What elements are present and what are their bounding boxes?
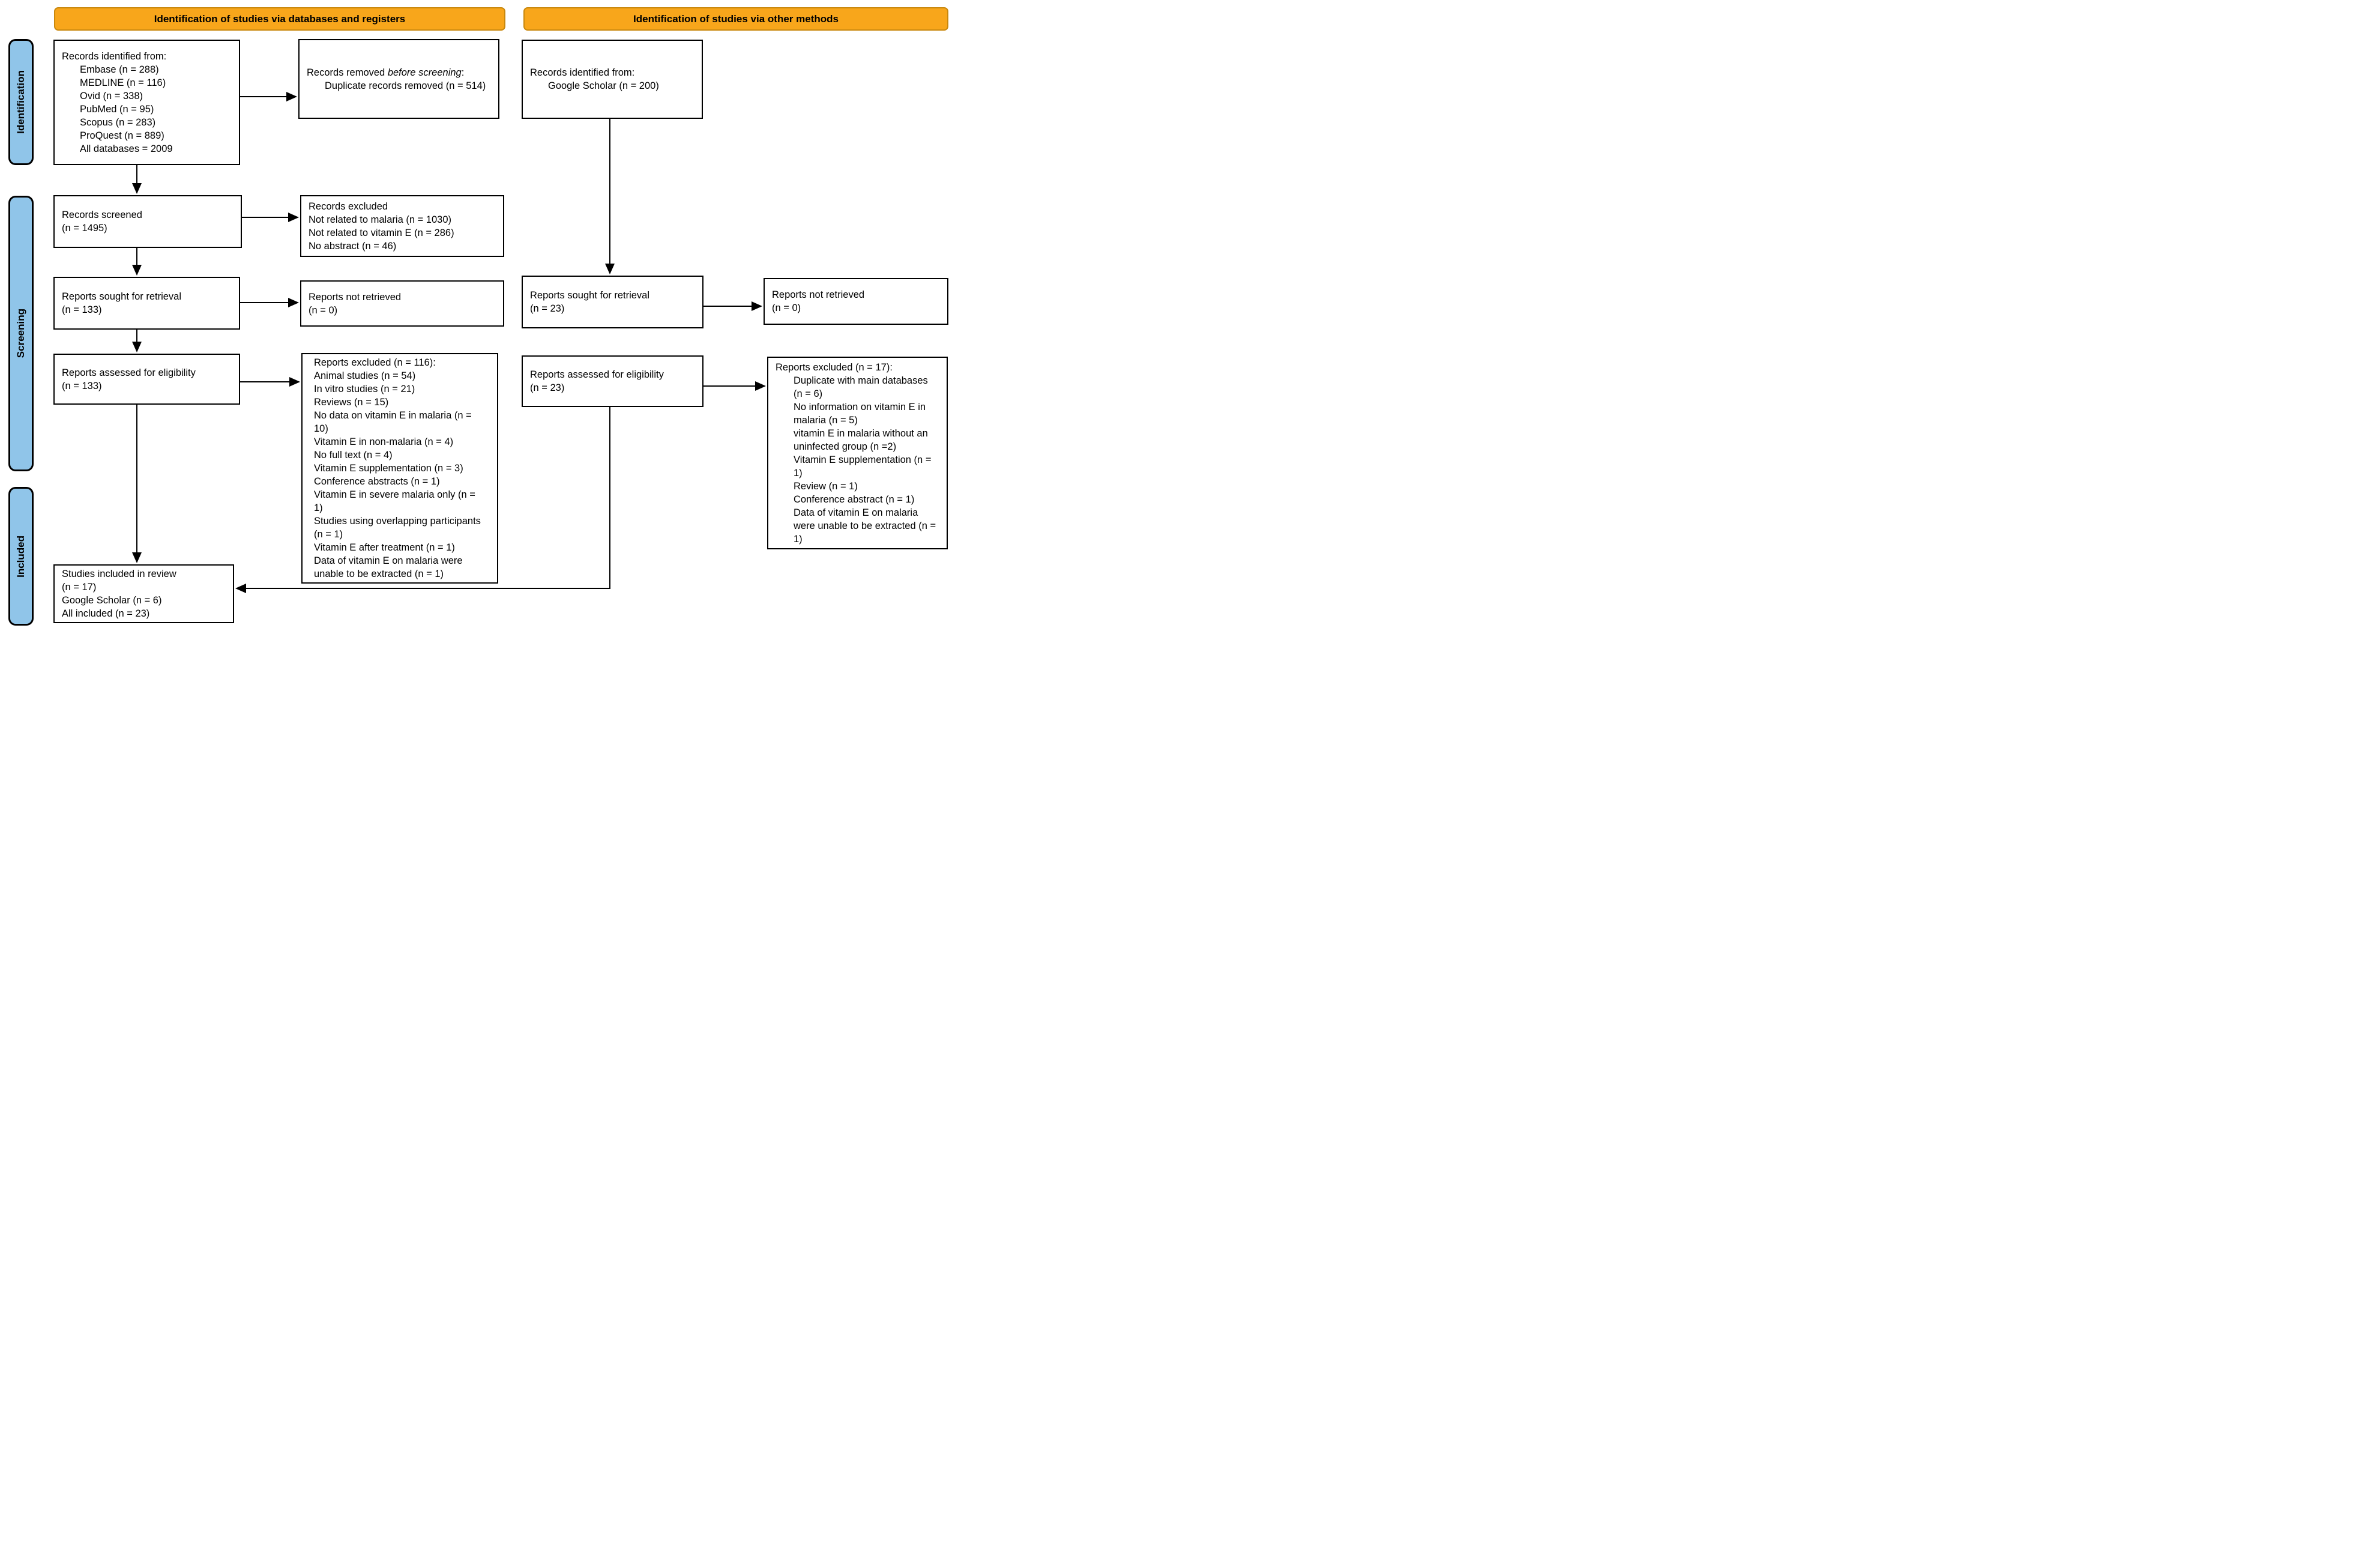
text-line: Not related to malaria (n = 1030) xyxy=(309,214,452,225)
text-line: Records screened xyxy=(62,210,142,220)
box-reports-sought-other: Reports sought for retrieval (n = 23) xyxy=(522,276,703,328)
text-line: Reports assessed for eligibility xyxy=(530,369,664,380)
box-lines: Reports not retrieved(n = 0) xyxy=(309,291,496,317)
banner-databases-label: Identification of studies via databases … xyxy=(154,13,406,25)
stage-identification-label: Identification xyxy=(15,70,26,134)
box-lines: Reports sought for retrieval (n = 133) xyxy=(62,290,232,316)
stage-included-label: Included xyxy=(15,535,26,578)
text-line: No information on vitamin E in malaria (… xyxy=(794,401,926,426)
box-reports-not-retrieved-other: Reports not retrieved (n = 0) xyxy=(764,278,948,325)
box-records-identified-other: Records identified from: Google Scholar … xyxy=(522,40,703,119)
box-reports-excluded-databases: Reports excluded (n = 116): Animal studie… xyxy=(301,353,498,584)
text-line: Animal studies (n = 54) xyxy=(314,370,416,381)
banner-other-label: Identification of studies via other meth… xyxy=(633,13,839,25)
text-line: Duplicate with main databases (n = 6) xyxy=(794,375,928,399)
text-line: (n = 23) xyxy=(530,303,565,314)
box-reports-excluded-other: Reports excluded (n = 17): Duplicate wit… xyxy=(767,357,948,549)
removed-records-list: Duplicate records removed (n = 514) xyxy=(307,79,491,92)
text-line: vitamin E in malaria without an uninfect… xyxy=(794,427,928,452)
text-line: Google Scholar (n = 200) xyxy=(548,80,659,91)
database-counts-list: Embase (n = 288) MEDLINE (n = 116) Ovid (n… xyxy=(62,63,232,155)
banner-other-methods: Identification of studies via other meth… xyxy=(523,7,948,31)
text-line: Scopus (n = 283) xyxy=(80,116,156,128)
text-line: No data on vitamin E in malaria (n = 10) xyxy=(314,410,472,434)
other-sources-list: Google Scholar (n = 200) xyxy=(530,79,694,92)
text-line: (n = 0) xyxy=(309,304,338,316)
box-records-identified-databases: Records identified from: Embase (n = 288… xyxy=(53,40,240,165)
prisma-flow-diagram: Identification of studies via databases … xyxy=(0,0,952,627)
text-line: Duplicate records removed (n = 514) xyxy=(325,80,486,91)
box-title: Records identified from: xyxy=(530,67,635,78)
text-line: All databases = 2009 xyxy=(80,143,173,154)
box-reports-assessed-databases: Reports assessed for eligibility (n = 133… xyxy=(53,354,240,405)
text-line: Review (n = 1) xyxy=(794,480,858,492)
text-line: Google Scholar (n = 6) xyxy=(62,595,162,606)
text-line: (n = 17) xyxy=(62,582,97,593)
text-line: (n = 23) xyxy=(530,382,565,393)
text-line: All included (n = 23) xyxy=(62,608,150,619)
box-lines: Reports not retrieved (n = 0) xyxy=(772,288,940,315)
text-line: In vitro studies (n = 21) xyxy=(314,384,415,394)
text-line: Reports sought for retrieval xyxy=(530,290,650,301)
box-reports-not-retrieved-databases: Reports not retrieved(n = 0) xyxy=(300,280,504,327)
text-line: MEDLINE (n = 116) xyxy=(80,77,166,88)
text-line: Vitamin E supplementation (n = 1) xyxy=(794,454,932,479)
text-line: (n = 1495) xyxy=(62,223,107,234)
text-line: (n = 133) xyxy=(62,380,102,391)
text-line: Reports not retrieved xyxy=(772,289,865,300)
box-lines: Studies included in review (n = 17) Google… xyxy=(62,567,226,620)
box-records-removed-before-screening: Records removed before screening: Duplic… xyxy=(298,39,499,119)
text-line: Records excluded xyxy=(309,201,388,212)
text-line: Conference abstract (n = 1) xyxy=(794,494,915,505)
text-line: Data of vitamin E on malaria were unable… xyxy=(314,555,463,579)
text-line: Data of vitamin E on malaria were unable… xyxy=(794,507,936,545)
text-line: Reports assessed for eligibility xyxy=(62,367,196,378)
text-line: Studies included in review xyxy=(62,569,176,579)
stage-screening: Screening xyxy=(8,196,34,471)
text-line: PubMed (n = 95) xyxy=(80,103,154,115)
text-line: Studies using overlapping participants (… xyxy=(314,516,481,540)
stage-identification: Identification xyxy=(8,39,34,165)
text-line: Reports sought for retrieval xyxy=(62,291,182,302)
text-line: Vitamin E in non-malaria (n = 4) xyxy=(314,436,454,447)
stage-included: Included xyxy=(8,487,34,626)
text-line: Conference abstracts (n = 1) xyxy=(314,476,440,487)
text-line: Vitamin E in severe malaria only (n = 1) xyxy=(314,489,475,513)
text-line: Vitamin E supplementation (n = 3) xyxy=(314,463,463,474)
box-title: Records removed before screening: xyxy=(307,67,465,78)
exclusion-reasons-list: Reports excluded (n = 116): Animal studie… xyxy=(314,356,486,581)
stage-screening-label: Screening xyxy=(15,309,26,358)
box-title: Records identified from: xyxy=(62,50,167,62)
box-studies-included: Studies included in review (n = 17) Google… xyxy=(53,564,234,623)
box-lines: Reports assessed for eligibility (n = 23) xyxy=(530,368,695,394)
box-reports-assessed-other: Reports assessed for eligibility (n = 23) xyxy=(522,355,703,407)
text-line: Reviews (n = 15) xyxy=(314,397,389,408)
box-title: Reports excluded (n = 17): xyxy=(776,361,893,373)
text-line: Embase (n = 288) xyxy=(80,64,159,75)
text-line: ProQuest (n = 889) xyxy=(80,130,164,141)
box-lines: Reports assessed for eligibility (n = 133… xyxy=(62,366,232,393)
text-line: No full text (n = 4) xyxy=(314,450,393,460)
banner-databases-registers: Identification of studies via databases … xyxy=(54,7,505,31)
box-lines: Records screened (n = 1495) xyxy=(62,208,233,235)
box-lines: Reports sought for retrieval (n = 23) xyxy=(530,289,695,315)
text-line: No abstract (n = 46) xyxy=(309,240,397,252)
text-line: (n = 0) xyxy=(772,303,801,313)
box-records-screened: Records screened (n = 1495) xyxy=(53,195,242,248)
box-reports-sought-databases: Reports sought for retrieval (n = 133) xyxy=(53,277,240,330)
text-line: Ovid (n = 338) xyxy=(80,90,143,101)
text-line: Vitamin E after treatment (n = 1) xyxy=(314,542,455,553)
text-line: Reports not retrieved xyxy=(309,291,402,303)
text-line: (n = 133) xyxy=(62,304,102,315)
text-line: Reports excluded (n = 116): xyxy=(314,357,436,368)
exclusion-reasons-list: Duplicate with main databases (n = 6)No … xyxy=(776,374,939,546)
text-line: Not related to vitamin E (n = 286) xyxy=(309,227,454,238)
